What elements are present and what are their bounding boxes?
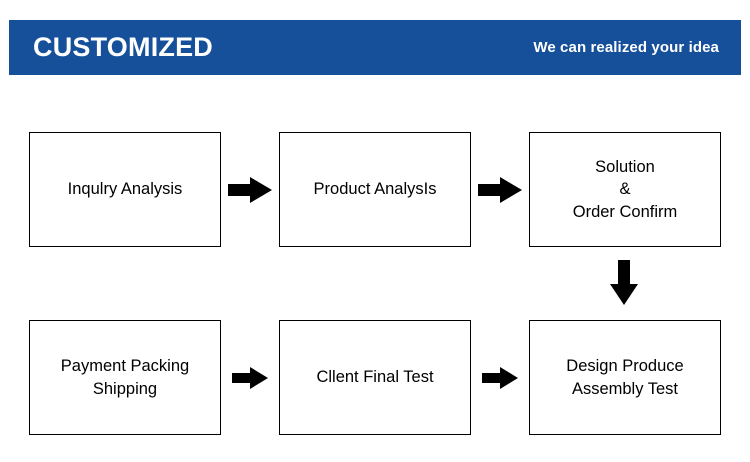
flow-row-2: Payment Packing Shipping Cllent Final Te…	[29, 320, 721, 435]
arrow-right-icon	[228, 176, 272, 203]
arrow-right-icon	[232, 366, 268, 389]
connector-slot-4	[221, 366, 279, 389]
flow-node-label: Payment Packing Shipping	[60, 357, 190, 398]
header-tagline: We can realized your idea	[533, 39, 719, 56]
arrow-down-icon	[610, 260, 638, 305]
flow-row-1: Inqulry Analysis Product AnalysIs Soluti…	[29, 132, 721, 247]
connector-slot-5	[471, 366, 529, 389]
connector-slot-2	[471, 176, 529, 203]
flow-node-solution-order-confirm: Solution & Order Confirm	[529, 132, 721, 247]
flow-node-client-final-test: Cllent Final Test	[279, 320, 471, 435]
flow-node-label: Cllent Final Test	[316, 368, 434, 387]
flow-node-label: Solution & Order Confirm	[572, 158, 678, 221]
flow-node-label: Product AnalysIs	[313, 180, 437, 199]
arrow-right-icon	[482, 366, 518, 389]
flow-node-payment-packing-shipping: Payment Packing Shipping	[29, 320, 221, 435]
flow-node-design-produce-assembly-test: Design Produce Assembly Test	[529, 320, 721, 435]
header-title: CUSTOMIZED	[33, 32, 214, 62]
flow-node-label: Design Produce Assembly Test	[566, 357, 684, 398]
connector-slot-3	[600, 258, 648, 306]
flow-node-label: Inqulry Analysis	[67, 180, 183, 199]
flow-node-inquiry-analysis: Inqulry Analysis	[29, 132, 221, 247]
header-banner: CUSTOMIZED We can realized your idea	[9, 20, 741, 75]
flow-node-product-analysis: Product AnalysIs	[279, 132, 471, 247]
arrow-right-icon	[478, 176, 522, 203]
connector-slot-1	[221, 176, 279, 203]
